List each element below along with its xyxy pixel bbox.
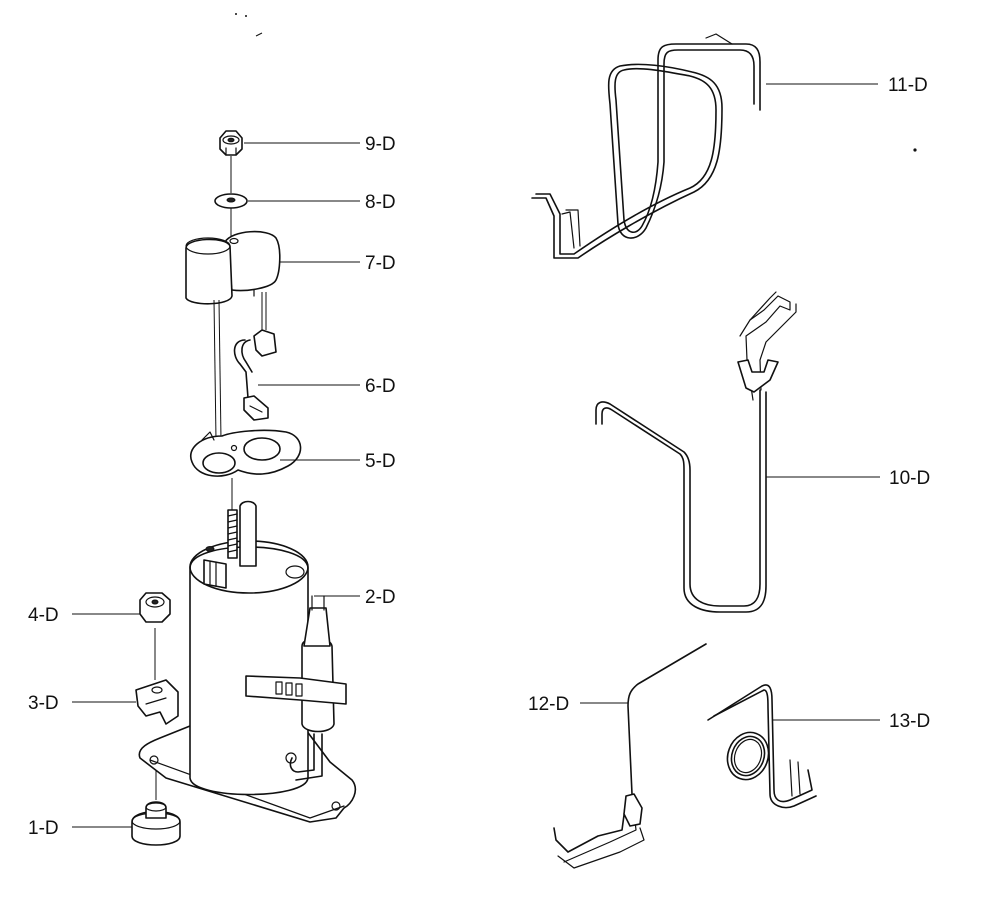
label-7-d: 7-D — [365, 253, 396, 274]
part-4-nut — [139, 592, 171, 623]
label-11-d: 11-D — [888, 75, 928, 96]
part-9-nut — [219, 130, 243, 156]
scan-specks — [235, 13, 917, 152]
part-11-pipe — [531, 33, 761, 259]
label-3-d: 3-D — [28, 693, 59, 714]
label-6-d: 6-D — [365, 376, 396, 397]
part-7-terminal-cover — [185, 230, 281, 305]
part-8-washer — [214, 193, 248, 209]
part-12-capillary — [553, 643, 707, 869]
part-labels: 9-D 8-D 7-D 6-D 5-D 2-D 4-D 3-D 1-D 11-D… — [28, 75, 930, 839]
label-1-d: 1-D — [28, 818, 59, 839]
label-2-d: 2-D — [365, 587, 396, 608]
label-12-d: 12-D — [528, 694, 569, 715]
label-13-d: 13-D — [889, 711, 930, 732]
label-4-d: 4-D — [28, 605, 59, 626]
part-10-capillary — [595, 291, 797, 613]
part-6-overload-wire — [233, 329, 277, 421]
part-13-coil-pipe — [707, 684, 817, 809]
label-10-d: 10-D — [889, 468, 930, 489]
terminal-stud — [227, 509, 238, 559]
alignment-lines — [154, 156, 267, 800]
part-2-compressor — [138, 500, 357, 823]
part-5-gasket — [189, 429, 302, 477]
label-8-d: 8-D — [365, 192, 396, 213]
leader-lines — [72, 83, 880, 828]
part-3-bracket — [135, 679, 179, 725]
label-9-d: 9-D — [365, 134, 396, 155]
label-5-d: 5-D — [365, 451, 396, 472]
part-1-rubber-foot — [131, 801, 181, 846]
